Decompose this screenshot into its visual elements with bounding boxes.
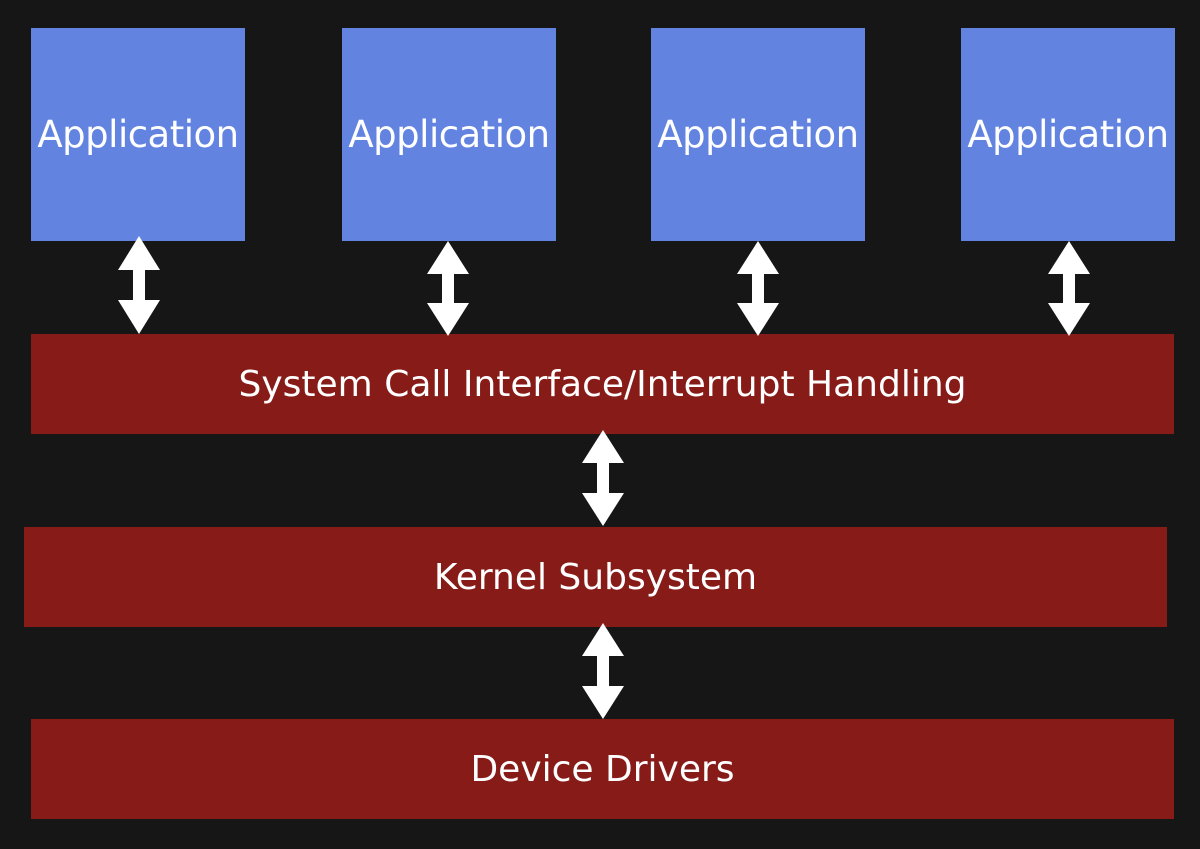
drivers-layer-label: Device Drivers bbox=[470, 748, 735, 790]
drivers-layer: Device Drivers bbox=[31, 719, 1174, 819]
arrow-app4-syscall bbox=[1048, 241, 1090, 336]
arrow-app1-syscall bbox=[118, 236, 160, 334]
application-box-2: Application bbox=[342, 28, 556, 241]
application-label: Application bbox=[967, 113, 1169, 156]
arrow-app3-syscall bbox=[737, 241, 779, 336]
arrow-syscall-kernel bbox=[582, 430, 624, 526]
kernel-layer-label: Kernel Subsystem bbox=[433, 556, 758, 598]
application-label: Application bbox=[37, 113, 239, 156]
application-box-3: Application bbox=[651, 28, 865, 241]
kernel-layer: Kernel Subsystem bbox=[24, 527, 1167, 627]
application-box-4: Application bbox=[961, 28, 1175, 241]
application-box-1: Application bbox=[31, 28, 245, 241]
application-label: Application bbox=[348, 113, 550, 156]
application-label: Application bbox=[657, 113, 859, 156]
syscall-layer-label: System Call Interface/Interrupt Handling bbox=[238, 363, 967, 405]
arrow-app2-syscall bbox=[427, 241, 469, 336]
arrow-kernel-drivers bbox=[582, 623, 624, 719]
syscall-layer: System Call Interface/Interrupt Handling bbox=[31, 334, 1174, 434]
